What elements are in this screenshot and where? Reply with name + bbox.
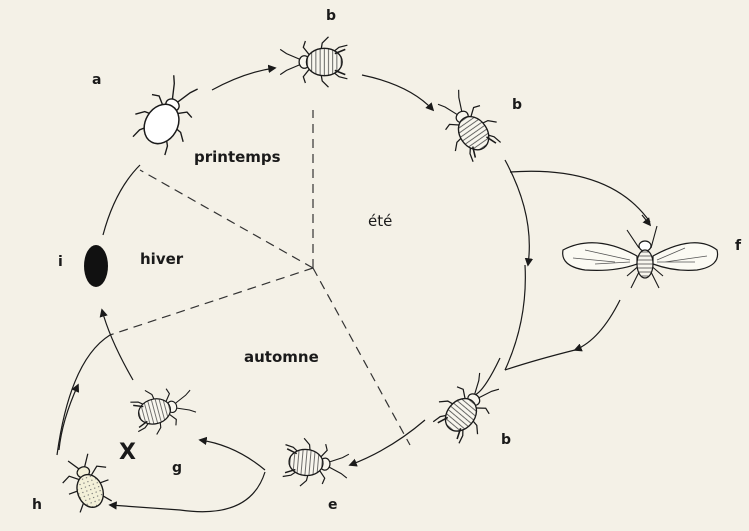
stage-label-b-bottom: b bbox=[501, 432, 511, 448]
aphid-wingless-icon bbox=[282, 437, 350, 490]
stage-label-g: g bbox=[172, 460, 182, 476]
season-label-winter: hiver bbox=[140, 250, 183, 268]
season-label-summer: été bbox=[368, 212, 392, 230]
stage-label-b-top: b bbox=[326, 8, 336, 24]
stage-label-a: a bbox=[92, 72, 101, 88]
stage-label-b-right: b bbox=[512, 97, 522, 113]
aphid-male-icon bbox=[56, 449, 117, 514]
aphid-wingless-icon bbox=[128, 379, 199, 439]
stage-label-e: e bbox=[328, 497, 338, 513]
stage-label-i: i bbox=[58, 254, 63, 270]
cross-mark: X bbox=[119, 440, 136, 465]
aphid-wingless-icon bbox=[280, 37, 347, 87]
aphid-wingless-icon bbox=[428, 83, 508, 167]
aphid-wingless-icon bbox=[427, 365, 509, 449]
egg-icon bbox=[84, 245, 108, 287]
stage-label-f: f bbox=[735, 238, 741, 254]
season-label-spring: printemps bbox=[194, 148, 281, 166]
stage-label-h: h bbox=[32, 497, 42, 513]
aphid-winged-icon bbox=[563, 226, 718, 288]
season-label-autumn: automne bbox=[244, 348, 319, 366]
aphid-wingless-white-icon bbox=[125, 68, 210, 159]
